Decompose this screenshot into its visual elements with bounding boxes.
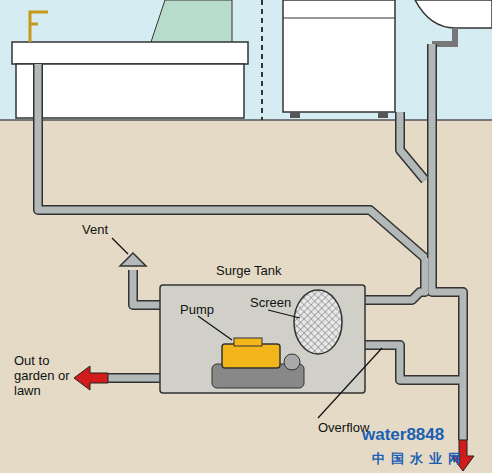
watermark: 中国水业网 [372,451,467,467]
vent-label: Vent [82,222,108,237]
pump-label: Pump [180,302,214,317]
overflow-label: Overflow [318,420,369,435]
screen-label: Screen [250,295,291,310]
tank-heading: Surge Tank [216,263,282,278]
watermark: water8848 [362,425,444,445]
outlet-label: Out to garden or lawn [14,353,76,398]
